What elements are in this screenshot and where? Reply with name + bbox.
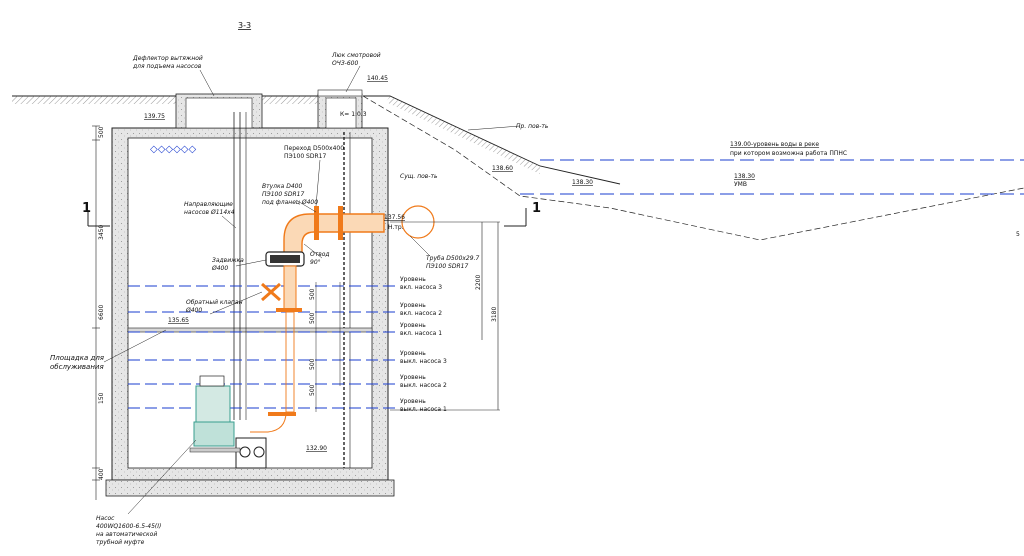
elev-bottom: 132.90 <box>306 445 327 452</box>
check-line2: Ø400 <box>185 307 202 314</box>
transition-line1: Переход D500х400 <box>284 145 344 152</box>
elev-umv-left: 138.30 <box>572 179 593 186</box>
valve-line1: Задвижка <box>212 257 244 264</box>
elev-top-slab: 139.75 <box>144 113 165 120</box>
pipe-out-line2: ПЭ100 SDR17 <box>426 263 468 270</box>
water-level-label: Уровень <box>400 398 426 405</box>
pipe-out-line1: Труба D500х29.7 <box>426 255 479 262</box>
valve-line2: Ø400 <box>211 265 228 272</box>
ground-existing-label: Сущ. пов-ть <box>400 173 438 180</box>
guide-line1: Направляющие <box>184 201 233 208</box>
existing-ground-line <box>362 95 1024 241</box>
pump-line2: 400WQ1600-6.5-45(I) <box>96 523 161 530</box>
elev-umv-right: 138.30 <box>734 173 755 180</box>
dim-left-main: 6600 <box>98 305 105 320</box>
river-level-line1: 139.00-уровень воды в реке <box>730 141 819 148</box>
slope-tag: К= 1:0.3 <box>340 111 367 118</box>
section-mark-left-label: 1 <box>82 201 91 216</box>
transition-line2: ПЭ100 SDR17 <box>284 153 326 160</box>
section-mark-right-label: 1 <box>532 201 541 216</box>
platform-line2: обслуживания <box>50 363 104 371</box>
pump-dimensions <box>315 282 341 412</box>
umv-label: УМВ <box>734 181 747 188</box>
guide-pipes <box>233 112 247 420</box>
dim-pump-3: 500 <box>309 358 316 370</box>
section-mark-left <box>87 210 110 227</box>
water-level-sublabel: вкл. насоса 1 <box>400 330 442 337</box>
water-level-label: Уровень <box>400 302 426 309</box>
sleeve-line1: Втулка D400 <box>262 183 302 190</box>
sleeve-line3: под фланец Ø400 <box>262 199 318 206</box>
pipe-tag: Н.тр. <box>388 224 404 231</box>
river-levels <box>520 159 1024 195</box>
elev-top-hatch: 140.45 <box>367 75 388 82</box>
dim-left-top: 500 <box>98 126 105 138</box>
pressure-pipe <box>250 205 435 433</box>
station-walls <box>105 89 395 497</box>
dim-right-2200: 2200 <box>475 275 482 290</box>
platform-line1: Площадка для <box>50 354 104 362</box>
right-dimensions <box>390 221 500 411</box>
ventilation-grilles: ◇◇◇◇◇◇ <box>150 144 196 155</box>
bend-line2: 90° <box>310 259 321 266</box>
bend-line1: Отвод <box>310 251 330 258</box>
dim-left-lower: 150 <box>98 392 105 404</box>
section-title: 3-3 <box>238 21 251 30</box>
elev-platform: 135.65 <box>168 317 189 324</box>
dim-right-3180: 3180 <box>491 307 498 322</box>
elev-pipe-axis: 137.56 <box>384 214 405 221</box>
water-level-label: Уровень <box>400 322 426 329</box>
pump-unit <box>189 375 267 469</box>
edge-note: 5 <box>1016 231 1020 238</box>
water-level-sublabel: выкл. насоса 2 <box>400 382 447 389</box>
water-level-sublabel: выкл. насоса 3 <box>400 358 447 365</box>
vent-wall-line1: Люк смотровой <box>331 52 381 59</box>
dim-pump-1: 500 <box>309 288 316 300</box>
vent-wall-line2: ОЧЗ-600 <box>332 60 358 67</box>
water-level-sublabel: вкл. насоса 3 <box>400 284 442 291</box>
pump-line1: Насос <box>96 515 115 522</box>
svg-text:◇◇◇◇◇◇: ◇◇◇◇◇◇ <box>150 144 196 155</box>
left-dimension-chain <box>92 125 100 500</box>
pump-line3: на автоматической <box>96 531 157 538</box>
ground-surface <box>12 95 621 185</box>
vent-pump-line1: Дефлектор вытяжной <box>132 55 203 62</box>
vent-pump-line2: для подъема насосов <box>132 63 202 70</box>
dim-left-upper: 3450 <box>98 225 105 240</box>
dim-left-bottom: 400 <box>98 468 105 480</box>
guide-line2: насосов Ø114х4 <box>184 209 235 216</box>
water-level-label: Уровень <box>400 374 426 381</box>
elev-design-ground: 138.60 <box>492 165 513 172</box>
section-mark-right <box>504 208 527 227</box>
sleeve-line2: ПЭ100 SDR17 <box>262 191 304 198</box>
dim-pump-2: 500 <box>309 312 316 324</box>
check-line1: Обратный клапан <box>186 299 243 306</box>
pump-line4: трубной муфте <box>96 539 145 546</box>
river-level-line2: при котором возможна работа ППНС <box>730 150 847 157</box>
leader-lines <box>103 65 521 515</box>
water-level-sublabel: вкл. насоса 2 <box>400 310 442 317</box>
dim-pump-4: 500 <box>309 384 316 396</box>
water-level-label: Уровень <box>400 350 426 357</box>
water-level-label: Уровень <box>400 276 426 283</box>
ground-design-label: Пр. пов-ть <box>516 123 549 130</box>
water-level-sublabel: выкл. насоса 1 <box>400 406 447 413</box>
